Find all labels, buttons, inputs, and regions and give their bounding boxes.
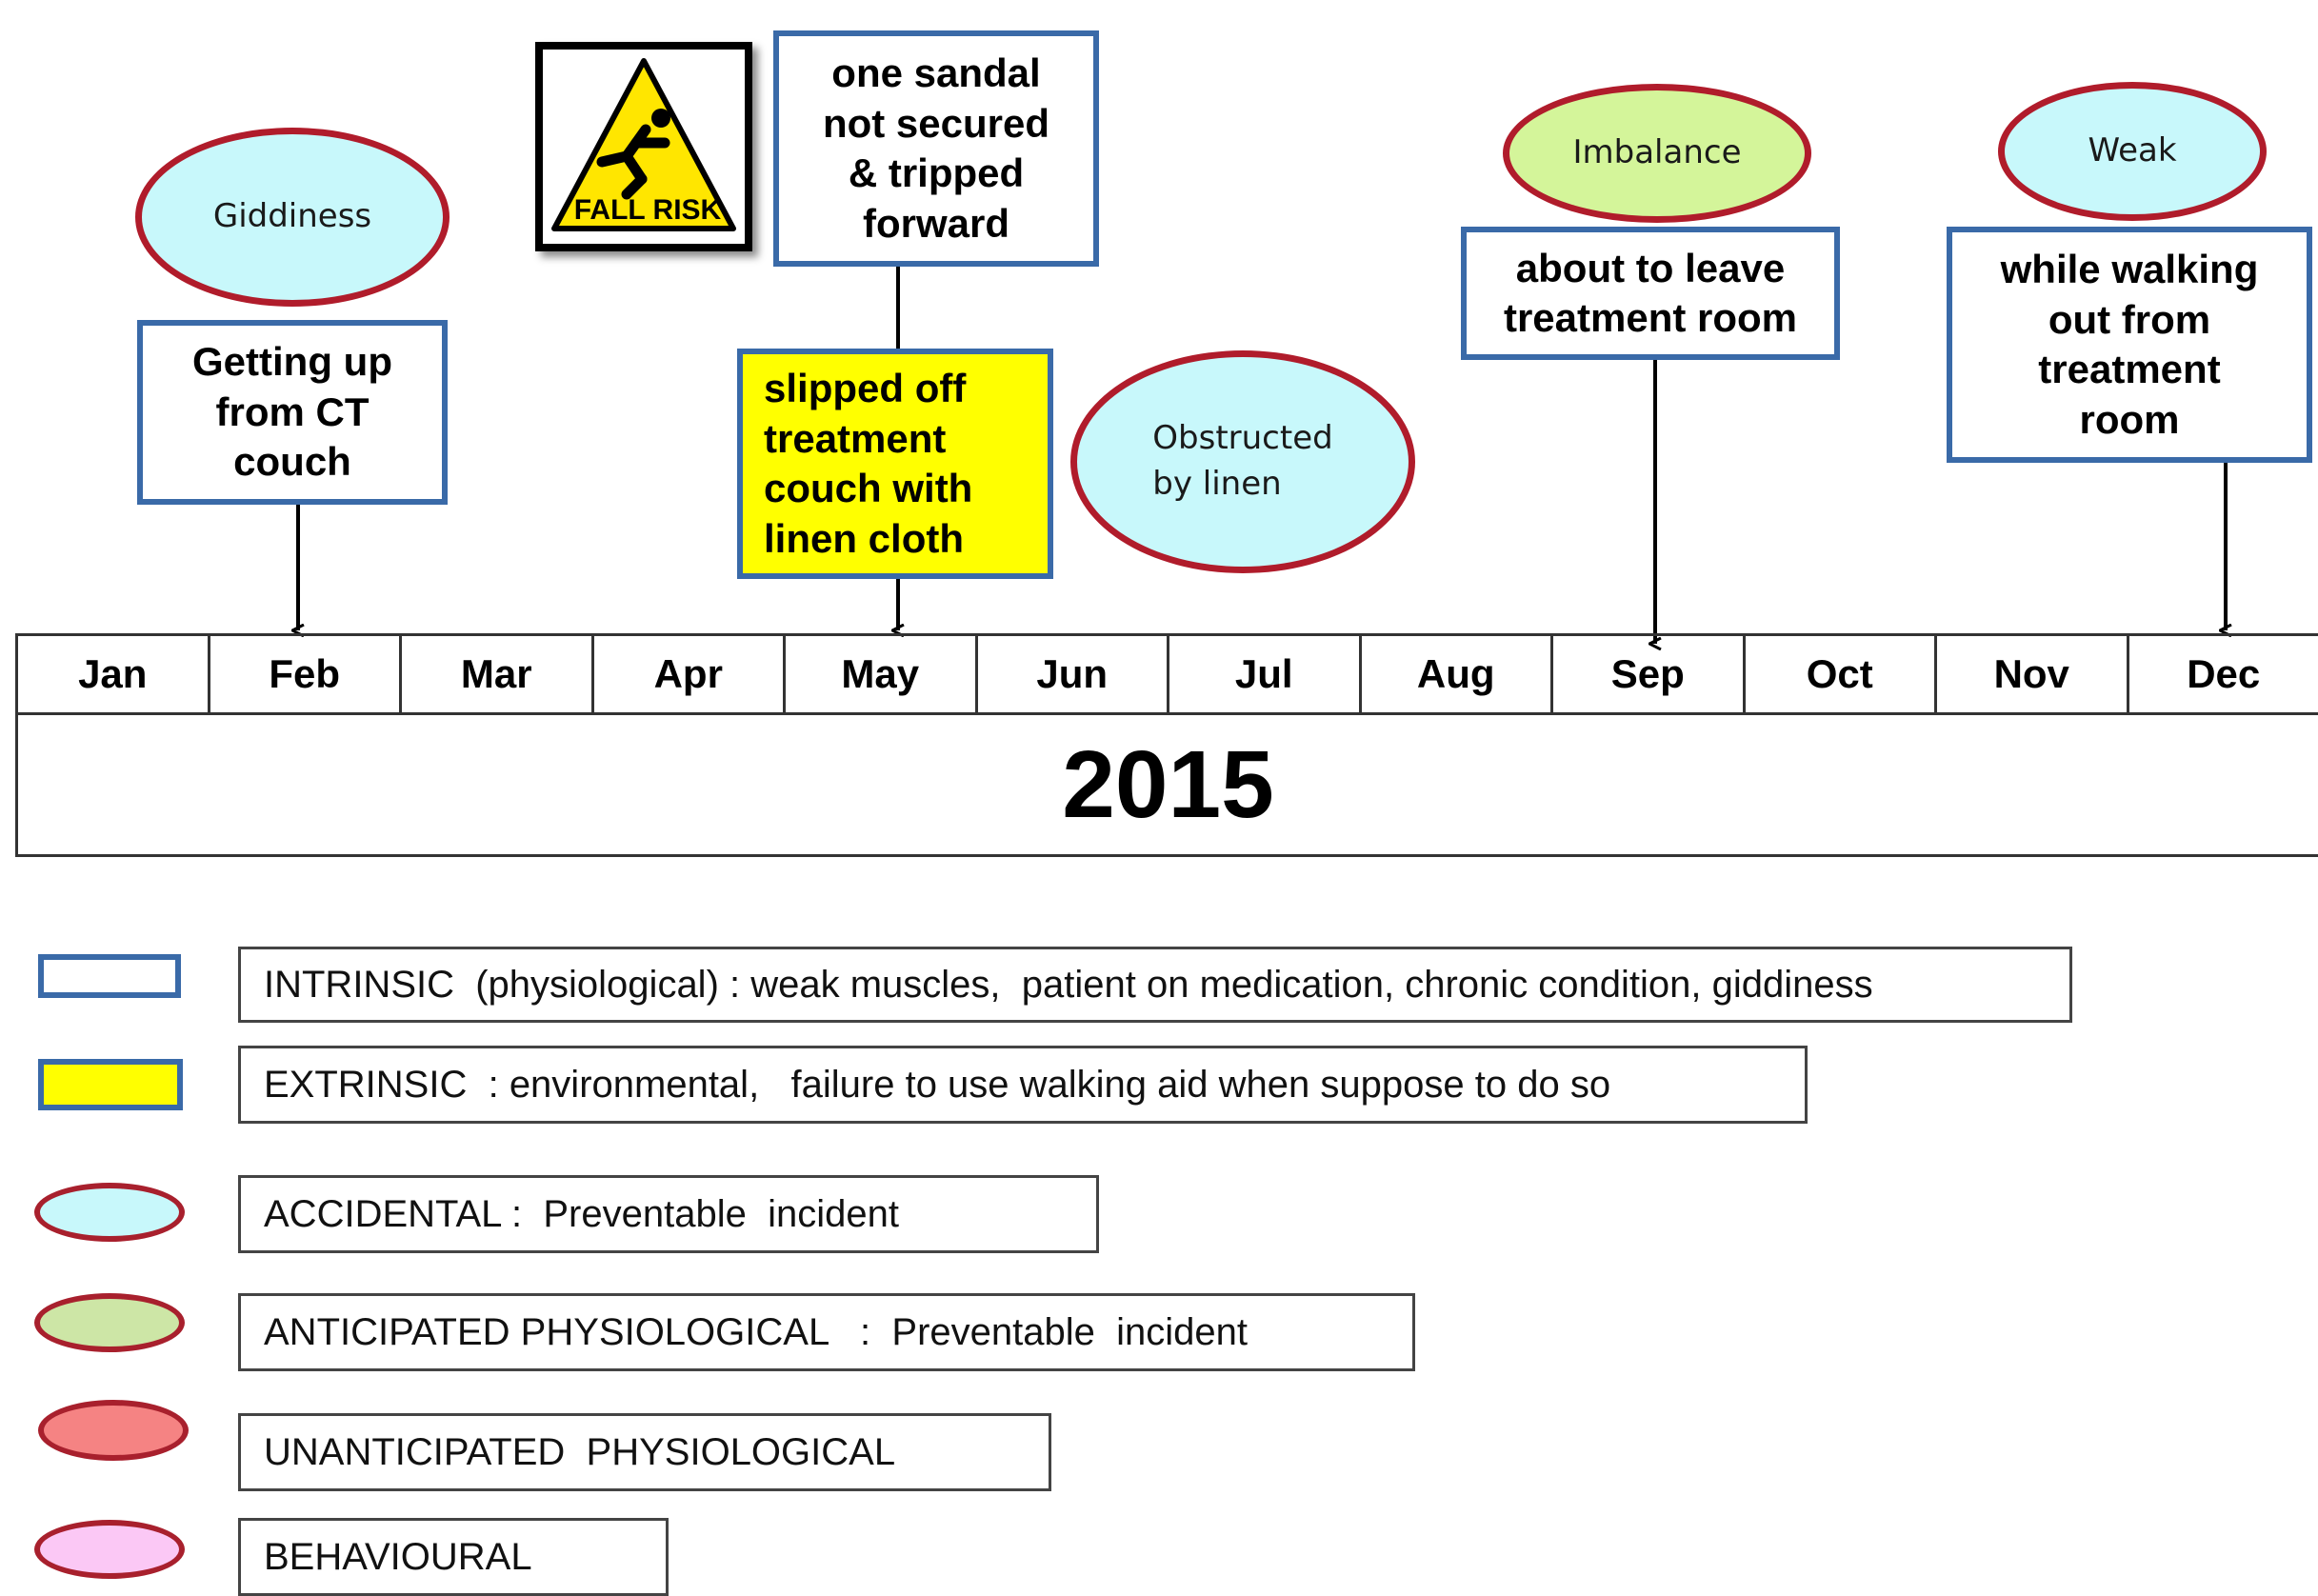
obstructed-ellipse: Obstructed by linen	[1070, 350, 1415, 573]
month-jul: Jul	[1169, 636, 1362, 712]
sandal-text: one sandal not secured & tripped forward	[823, 49, 1049, 249]
imbalance-ellipse: Imbalance	[1503, 84, 1811, 223]
accidental-legend-item: ACCIDENTAL : Preventable incident	[238, 1175, 1099, 1253]
month-may: May	[786, 636, 978, 712]
month-aug: Aug	[1362, 636, 1554, 712]
giddiness-label: Giddiness	[213, 194, 371, 240]
month-row: Jan Feb Mar Apr May Jun Jul Aug Sep Oct …	[18, 636, 2318, 715]
getting-up-box: Getting up from CT couch	[137, 320, 448, 505]
month-oct: Oct	[1746, 636, 1938, 712]
timeline: Jan Feb Mar Apr May Jun Jul Aug Sep Oct …	[15, 633, 2318, 857]
giddiness-ellipse: Giddiness	[135, 128, 450, 307]
intrinsic-swatch	[38, 954, 181, 998]
walking-out-box: while walking out from treatment room	[1947, 227, 2312, 463]
month-dec: Dec	[2129, 636, 2318, 712]
imbalance-label: Imbalance	[1572, 130, 1741, 176]
month-jun: Jun	[978, 636, 1170, 712]
walking-out-text: while walking out from treatment room	[2001, 245, 2259, 445]
obstructed-label: Obstructed by linen	[1152, 416, 1332, 507]
anticipated-legend-item: ANTICIPATED PHYSIOLOGICAL : Preventable …	[238, 1293, 1415, 1371]
weak-label: Weak	[2088, 129, 2176, 174]
month-apr: Apr	[594, 636, 787, 712]
month-sep: Sep	[1553, 636, 1746, 712]
sandal-box: one sandal not secured & tripped forward	[773, 30, 1099, 267]
getting-up-text: Getting up from CT couch	[192, 337, 392, 488]
fall-risk-sign: FALL RISK	[535, 42, 752, 251]
accidental-swatch	[34, 1183, 185, 1242]
month-mar: Mar	[402, 636, 594, 712]
month-nov: Nov	[1937, 636, 2129, 712]
slipped-off-box: slipped off treatment couch with linen c…	[737, 349, 1053, 579]
unanticipated-legend-item: UNANTICIPATED PHYSIOLOGICAL	[238, 1413, 1051, 1491]
intrinsic-legend-item: INTRINSIC (physiological) : weak muscles…	[238, 947, 2072, 1023]
weak-ellipse: Weak	[1998, 82, 2267, 221]
month-jan: Jan	[18, 636, 210, 712]
behavioural-legend-item: BEHAVIOURAL	[238, 1518, 669, 1596]
fall-risk-warning-icon: FALL RISK	[543, 50, 745, 244]
extrinsic-legend-item: EXTRINSIC : environmental, failure to us…	[238, 1046, 1808, 1124]
behavioural-swatch	[34, 1520, 185, 1579]
about-to-leave-box: about to leave treatment room	[1461, 227, 1840, 360]
extrinsic-swatch	[38, 1059, 183, 1110]
about-to-leave-text: about to leave treatment room	[1504, 244, 1797, 344]
month-feb: Feb	[210, 636, 403, 712]
slipped-off-text: slipped off treatment couch with linen c…	[764, 364, 972, 564]
year-label: 2015	[18, 712, 2318, 857]
fall-risk-label: FALL RISK	[574, 194, 722, 226]
unanticipated-swatch	[38, 1400, 189, 1461]
anticipated-swatch	[34, 1293, 185, 1352]
